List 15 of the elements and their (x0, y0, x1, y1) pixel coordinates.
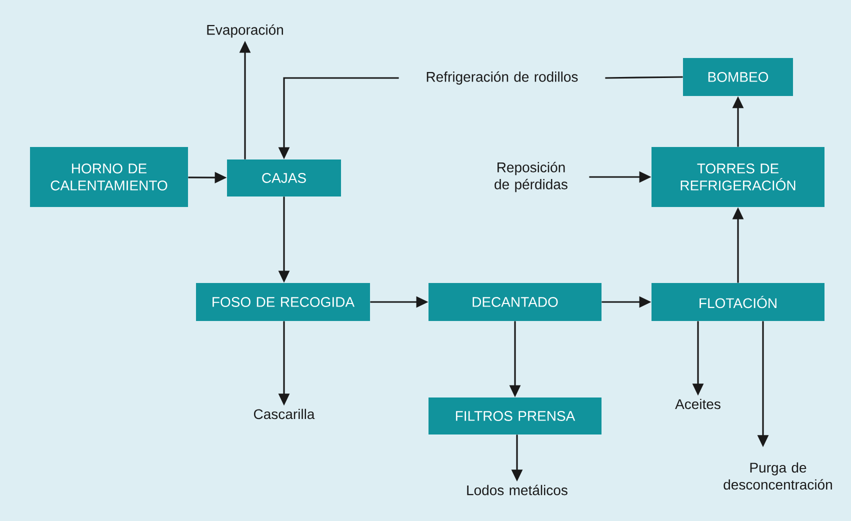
flow-label: Lodos metálicos (467, 484, 568, 496)
flow-label: Cascarilla (254, 408, 315, 420)
process-box: HORNO DE CALENTAMIENTO (30, 146, 188, 207)
process-box: FLOTACIÓN (652, 283, 824, 321)
process-box: DECANTADO (428, 283, 602, 321)
process-box: CAJAS (227, 159, 341, 196)
flow-label: Aceites (675, 398, 720, 410)
flow-label: Evaporación (207, 24, 283, 38)
process-box: BOMBEO (683, 58, 793, 96)
process-box: FOSO DE RECOGIDA (196, 283, 370, 321)
process-box: FILTROS PRENSA (428, 398, 602, 434)
flow-label: Refrigeración de rodillos (426, 71, 578, 85)
flow-label: Purga de desconcentración (724, 462, 832, 490)
flow-label: Reposición de pérdidas (494, 162, 568, 192)
process-box: TORRES DE REFRIGERACIÓN (652, 146, 824, 207)
